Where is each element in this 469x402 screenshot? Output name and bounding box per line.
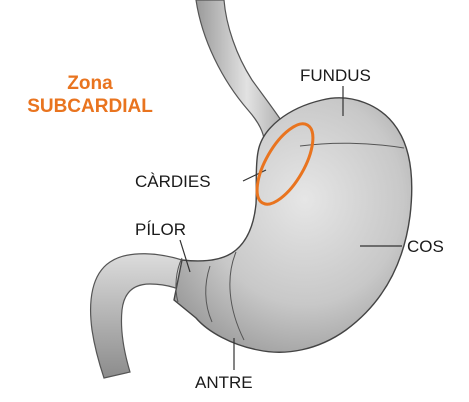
zone-label-line2: SUBCARDIAL <box>10 95 170 118</box>
cos-label: COS <box>407 238 444 255</box>
subcardial-zone-label: Zona SUBCARDIAL <box>10 72 170 118</box>
cardies-label: CÀRDIES <box>135 173 211 190</box>
antre-label: ANTRE <box>195 374 253 391</box>
fundus-label: FUNDUS <box>300 67 371 84</box>
stomach-body <box>174 98 412 352</box>
pilor-label: PÍLOR <box>135 221 186 238</box>
zone-label-line1: Zona <box>10 72 170 95</box>
